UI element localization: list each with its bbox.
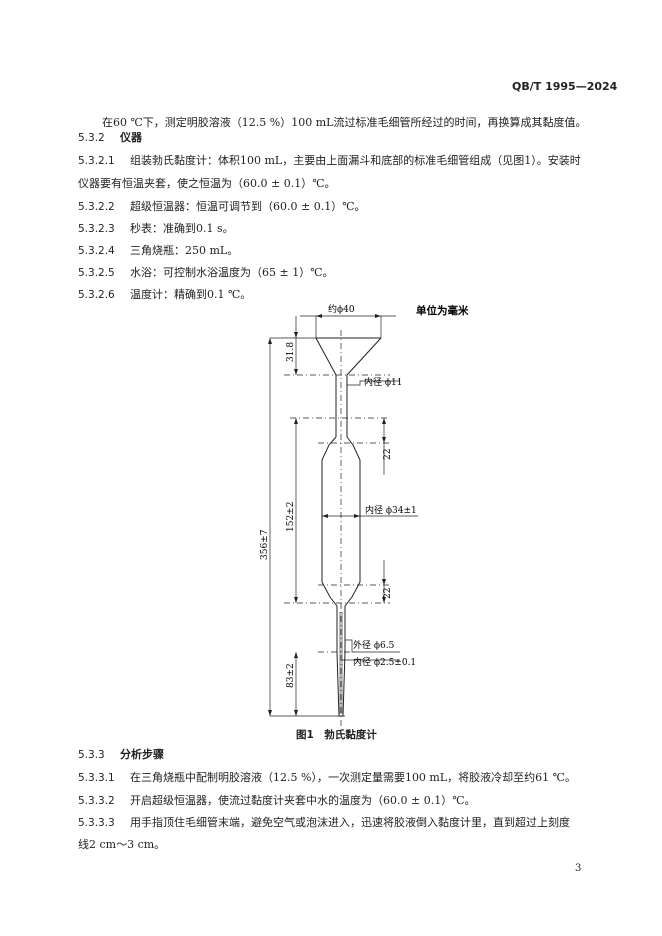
arrow-83-bottom bbox=[294, 710, 298, 716]
item-number: 5.3.2.1 bbox=[78, 155, 115, 167]
section-number: 5.3.3 bbox=[78, 749, 105, 761]
item-number: 5.3.3.1 bbox=[78, 772, 115, 784]
section-5-3-2-heading: 5.3.2 仪器 bbox=[78, 131, 142, 145]
arrow-22b-top bbox=[382, 579, 386, 585]
arrow-22a-top bbox=[382, 418, 386, 424]
section-title: 分析步骤 bbox=[120, 748, 164, 761]
item-5-3-2-3: 5.3.2.3 秒表：准确到0.1 s。 bbox=[78, 222, 234, 236]
label-dim-356: 356±7 bbox=[260, 529, 270, 560]
item-number: 5.3.3.2 bbox=[78, 795, 115, 807]
item-number: 5.3.2.6 bbox=[78, 289, 115, 301]
funnel-right-wall bbox=[346, 337, 382, 437]
arrow-22b-bottom bbox=[382, 597, 386, 603]
item-number: 5.3.3.3 bbox=[78, 817, 115, 829]
arrow-top-right bbox=[375, 314, 381, 318]
item-text: 水浴：可控制水浴温度为（65 ± 1）℃。 bbox=[130, 266, 334, 279]
item-text: 开启超级恒温器，使流过黏度计夹套中水的温度为（60.0 ± 0.1）℃。 bbox=[130, 794, 476, 807]
page-number: 3 bbox=[575, 863, 582, 874]
item-5-3-2-1: 5.3.2.1 组装勃氏黏度计：体积100 mL，主要由上面漏斗和底部的标准毛细管… bbox=[78, 154, 581, 168]
arrow-31-8-bottom bbox=[294, 369, 298, 375]
item-text: 温度计：精确到0.1 ℃。 bbox=[130, 288, 252, 301]
arrow-bulb-left bbox=[322, 514, 328, 518]
item-text: 三角烧瓶：250 mL。 bbox=[130, 244, 239, 257]
item-text: 用手指顶住毛细管末端，避免空气或泡沫进入，迅速将胶液倒入黏度计里，直到超过上刻度 bbox=[130, 816, 570, 829]
item-number: 5.3.2.2 bbox=[78, 201, 115, 213]
arrow-152-bottom bbox=[294, 597, 298, 603]
leader-outer-6-5 bbox=[345, 639, 400, 653]
item-text: 超级恒温器：恒温可调节到（60.0 ± 0.1）℃。 bbox=[130, 200, 366, 213]
item-5-3-2-6: 5.3.2.6 温度计：精确到0.1 ℃。 bbox=[78, 288, 251, 302]
figure-caption: 图1 勃氏黏度计 bbox=[296, 729, 377, 741]
label-inner-2-5: 内径 ϕ2.5±0.1 bbox=[353, 656, 416, 668]
item-5-3-3-3-continued: 线2 cm～3 cm。 bbox=[78, 838, 166, 851]
item-5-3-2-4: 5.3.2.4 三角烧瓶：250 mL。 bbox=[78, 244, 238, 258]
arrow-356-top bbox=[268, 338, 272, 344]
funnel-left-wall bbox=[315, 337, 337, 437]
arrow-152-top bbox=[294, 418, 298, 424]
arrow-22a-bottom bbox=[382, 437, 386, 443]
item-5-3-2-2: 5.3.2.2 超级恒温器：恒温可调节到（60.0 ± 0.1）℃。 bbox=[78, 200, 366, 214]
section-5-3-3-heading: 5.3.3 分析步骤 bbox=[78, 748, 164, 762]
item-number: 5.3.2.4 bbox=[78, 245, 115, 257]
item-5-3-3-2: 5.3.3.2 开启超级恒温器，使流过黏度计夹套中水的温度为（60.0 ± 0.1… bbox=[78, 794, 476, 808]
arrow-356-bottom bbox=[268, 710, 272, 716]
label-top-width: 约ϕ40 bbox=[328, 303, 355, 315]
label-dim-83: 83±2 bbox=[286, 663, 296, 688]
item-number: 5.3.2.5 bbox=[78, 267, 115, 279]
section-number: 5.3.2 bbox=[78, 132, 105, 144]
label-inner-34: 内径 ϕ34±1 bbox=[365, 504, 417, 516]
section-title: 仪器 bbox=[120, 131, 142, 144]
arrow-83-top bbox=[294, 652, 298, 658]
item-text: 组装勃氏黏度计：体积100 mL，主要由上面漏斗和底部的标准毛细管组成（见图1）… bbox=[130, 154, 581, 167]
item-5-3-2-5: 5.3.2.5 水浴：可控制水浴温度为（65 ± 1）℃。 bbox=[78, 266, 334, 280]
label-dim-31-8: 31.8 bbox=[286, 342, 296, 362]
item-5-3-2-1-continued: 仪器要有恒温夹套，使之恒温为（60.0 ± 0.1）℃。 bbox=[78, 177, 336, 190]
label-dim-22b: 22 bbox=[383, 588, 393, 599]
item-text: 秒表：准确到0.1 s。 bbox=[130, 222, 234, 235]
arrow-bulb-right bbox=[354, 514, 360, 518]
standard-code: QB/T 1995—2024 bbox=[512, 80, 618, 93]
leader-inner-11 bbox=[347, 380, 400, 386]
item-5-3-3-1: 5.3.3.1 在三角烧瓶中配制明胶溶液（12.5 %），一次测定量需要100 m… bbox=[78, 771, 576, 785]
item-text: 在三角烧瓶中配制明胶溶液（12.5 %），一次测定量需要100 mL，将胶液冷却… bbox=[130, 771, 576, 784]
label-dim-22a: 22 bbox=[383, 449, 393, 460]
arrow-top-left bbox=[316, 314, 322, 318]
label-inner-11: 内径 ϕ11 bbox=[364, 376, 402, 388]
arrow-31-8-top bbox=[294, 332, 298, 338]
item-5-3-3-3: 5.3.3.3 用手指顶住毛细管末端，避免空气或泡沫进入，迅速将胶液倒入黏度计里，… bbox=[78, 816, 570, 830]
label-dim-152: 152±2 bbox=[286, 502, 296, 532]
intro-paragraph: 在60 ℃下，测定明胶溶液（12.5 %）100 mL流过标准毛细管所经过的时间… bbox=[102, 116, 587, 129]
unit-note: 单位为毫米 bbox=[416, 304, 469, 317]
item-number: 5.3.2.3 bbox=[78, 223, 115, 235]
label-outer-6-5: 外径 ϕ6.5 bbox=[353, 639, 395, 651]
